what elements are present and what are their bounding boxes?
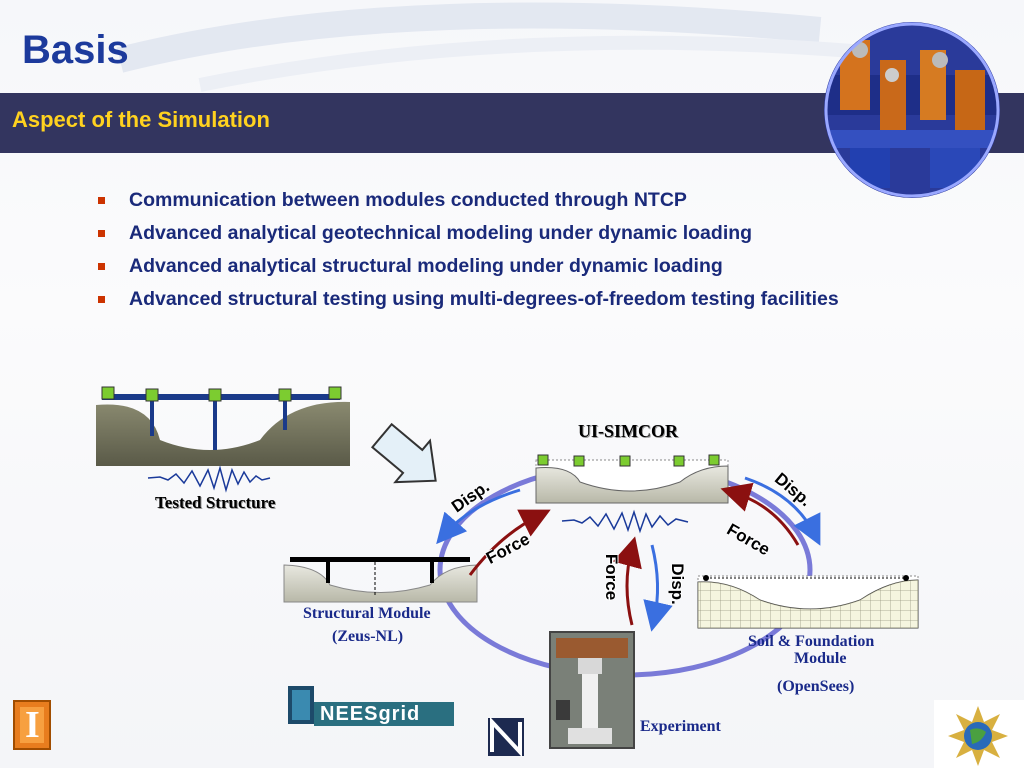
bullet-text: Communication between modules conducted … — [129, 189, 687, 211]
tested-structure-label: Tested Structure — [155, 493, 276, 512]
bullet-item: Advanced analytical structural modeling … — [98, 250, 839, 283]
transition-arrow-icon — [370, 422, 437, 484]
bullet-list: Communication between modules conducted … — [98, 184, 839, 316]
ground-motion-signal — [147, 465, 271, 493]
bullet-item: Advanced analytical geotechnical modelin… — [98, 217, 839, 250]
neesgrid-logo-text: NEESgrid — [320, 703, 421, 725]
soil-module-label-line2: Module — [794, 650, 847, 667]
nsf-logo-icon — [488, 716, 524, 758]
disp-label-center: Disp. — [667, 563, 687, 605]
soil-module-software: (OpenSees) — [777, 678, 855, 695]
bullet-item: Advanced structural testing using multi-… — [98, 283, 839, 316]
bullet-text: Advanced analytical geotechnical modelin… — [129, 222, 753, 244]
header-swoosh — [116, 2, 901, 92]
structural-module-graphic — [283, 557, 478, 603]
force-arrow-left — [468, 509, 551, 576]
force-arrow-right — [720, 482, 800, 546]
disp-arrow-center — [643, 544, 673, 632]
experiment-photo — [549, 631, 635, 749]
bullet-item: Communication between modules conducted … — [98, 184, 839, 217]
bullet-text: Advanced structural testing using multi-… — [129, 288, 839, 310]
soil-module-graphic — [697, 575, 919, 629]
experiment-label: Experiment — [640, 718, 721, 735]
structural-module-label: Structural Module — [303, 605, 431, 622]
bullet-mark — [98, 197, 105, 204]
simcor-label: UI-SIMCOR — [578, 421, 679, 441]
slide-subtitle: Aspect of the Simulation — [12, 107, 270, 132]
tested-structure-graphic — [96, 386, 350, 493]
disp-arrow-left — [436, 488, 521, 545]
ground-motion-signal — [561, 509, 689, 534]
simcor-model-graphic — [535, 454, 729, 534]
bullet-mark — [98, 263, 105, 270]
structural-module-software: (Zeus-NL) — [332, 628, 404, 645]
force-label-center: Force — [602, 553, 622, 601]
bullet-mark — [98, 230, 105, 237]
neesgrid-logo-icon — [288, 686, 454, 726]
bullet-text: Advanced analytical structural modeling … — [129, 255, 723, 277]
force-arrow-center — [612, 536, 642, 626]
disp-arrow-right — [744, 476, 821, 546]
soil-module-label-line1: Soil & Foundation — [748, 633, 875, 650]
slide-title: Basis — [22, 28, 129, 72]
university-logo-letter: I — [25, 704, 40, 746]
university-logo-icon — [13, 700, 51, 750]
shake-table-icon — [824, 22, 1000, 198]
globe-icon — [934, 700, 1024, 768]
bullet-mark — [98, 296, 105, 303]
